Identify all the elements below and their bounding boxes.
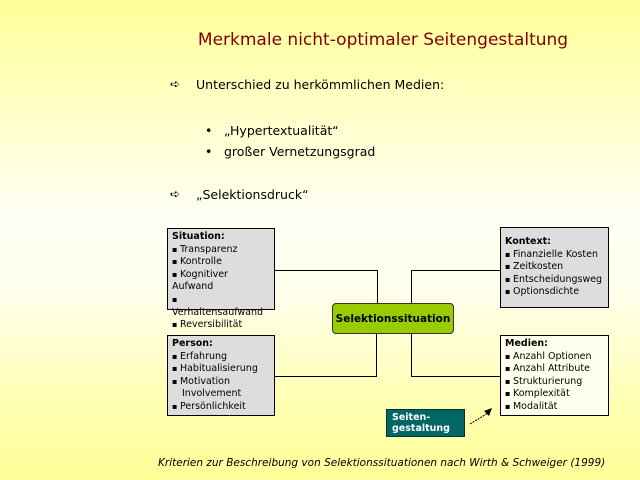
sub-bullet: großer Vernetzungsgrad bbox=[224, 144, 376, 159]
arrow-bullet-icon: ➪ bbox=[170, 77, 181, 91]
footer-citation: Kriterien zur Beschreibung von Selektion… bbox=[158, 457, 606, 469]
situation-heading: Situation: bbox=[172, 231, 225, 242]
dashed-arrow-icon bbox=[469, 408, 492, 425]
list-item: Optionsdichte bbox=[505, 286, 604, 299]
list-item: Modalität bbox=[505, 401, 604, 414]
kontext-heading: Kontext: bbox=[505, 236, 551, 247]
connector-line bbox=[377, 270, 378, 303]
medien-heading: Medien: bbox=[505, 338, 548, 349]
connector-line bbox=[411, 270, 500, 271]
connector-line bbox=[274, 270, 378, 271]
dot-bullet-icon: • bbox=[205, 123, 213, 138]
list-item: Motivation bbox=[172, 376, 270, 389]
dot-bullet-icon: • bbox=[205, 144, 213, 159]
connector-line bbox=[274, 376, 377, 377]
person-box: Person: Erfahrung Habitualisierung Motiv… bbox=[167, 335, 275, 416]
connector-line bbox=[411, 270, 412, 303]
bullet-selektionsdruck: „Selektionsdruck“ bbox=[196, 187, 309, 202]
list-item: Anzahl Attribute bbox=[505, 363, 604, 376]
list-item: Transparenz bbox=[172, 244, 270, 257]
list-item: Reversibilität bbox=[172, 319, 270, 332]
list-item: Erfahrung bbox=[172, 351, 270, 364]
medien-box: Medien: Anzahl Optionen Anzahl Attribute… bbox=[500, 335, 609, 416]
list-item: Involvement bbox=[182, 388, 242, 400]
list-item: Entscheidungsweg bbox=[505, 274, 604, 287]
list-item: Persönlichkeit bbox=[172, 401, 270, 414]
list-item: Kontrolle bbox=[172, 256, 270, 269]
list-item: Strukturierung bbox=[505, 376, 604, 389]
seiten-label-line2: gestaltung bbox=[392, 423, 450, 434]
seiten-label-line1: Seiten- bbox=[392, 412, 431, 423]
seitengestaltung-box: Seiten- gestaltung bbox=[386, 409, 465, 437]
list-item: Anzahl Optionen bbox=[505, 351, 604, 364]
list-item: Habitualisierung bbox=[172, 363, 270, 376]
situation-box: Situation: Transparenz Kontrolle Kogniti… bbox=[167, 228, 275, 330]
bullet-unterschied: Unterschied zu herkömmlichen Medien: bbox=[196, 77, 445, 92]
list-item: Verhaltensaufwand bbox=[172, 294, 270, 319]
selektionssituation-box: Selektionssituation bbox=[332, 303, 454, 334]
kontext-box: Kontext: Finanzielle Kosten Zeitkosten E… bbox=[500, 227, 609, 308]
sub-bullet: „Hypertextualität“ bbox=[224, 123, 339, 138]
person-heading: Person: bbox=[172, 338, 213, 349]
list-item: Zeitkosten bbox=[505, 261, 604, 274]
arrow-bullet-icon: ➪ bbox=[170, 187, 181, 201]
connector-line bbox=[411, 376, 500, 377]
connector-line bbox=[411, 334, 412, 376]
list-item: Finanzielle Kosten bbox=[505, 249, 604, 262]
slide-title: Merkmale nicht-optimaler Seitengestaltun… bbox=[197, 30, 569, 50]
list-item: Kognitiver Aufwand bbox=[172, 269, 270, 294]
list-item: Komplexität bbox=[505, 388, 604, 401]
connector-line bbox=[376, 334, 377, 376]
